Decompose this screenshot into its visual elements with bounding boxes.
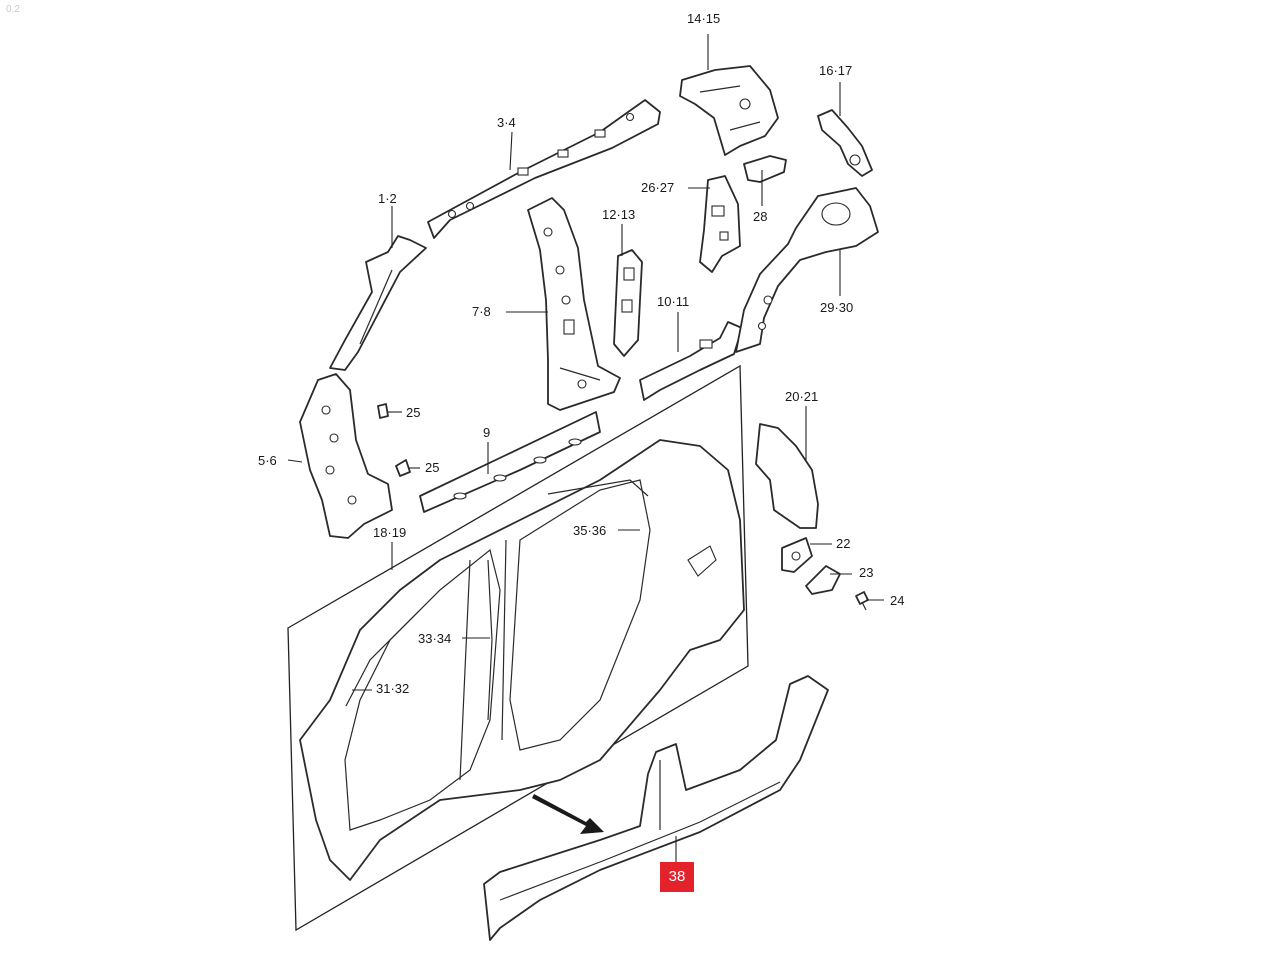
corner-mark: 0.2: [6, 4, 20, 15]
part-14-15: [679, 65, 779, 156]
callout-33-34: 33·34: [418, 631, 452, 646]
callout-16-17: 16·17: [819, 63, 853, 78]
part-10-11: [639, 321, 743, 401]
part-12-13: [613, 249, 643, 357]
callout-22: 22: [836, 536, 851, 551]
part-1-2: [329, 235, 427, 371]
part-9: [419, 411, 601, 513]
assembly-arrow: [532, 794, 604, 834]
callout-38-highlight-badge[interactable]: 38: [660, 862, 694, 892]
callout-14-15: 14·15: [687, 11, 721, 26]
callout-7-8: 7·8: [472, 304, 491, 319]
part-24: [855, 591, 869, 611]
part-18-19-side-panel: [299, 439, 745, 881]
callout-5-6: 5·6: [258, 453, 277, 468]
callout-28: 28: [753, 209, 768, 224]
callout-12-13: 12·13: [602, 207, 636, 222]
callout-3-4: 3·4: [497, 115, 516, 130]
callout-10-11: 10·11: [657, 294, 690, 309]
callout-20-21: 20·21: [785, 389, 819, 404]
part-5-6: [299, 373, 393, 539]
part-23: [805, 565, 841, 595]
callout-24: 24: [890, 593, 905, 608]
callout-23: 23: [859, 565, 874, 580]
part-7-8: [527, 197, 621, 411]
callout-31-32: 31·32: [376, 681, 410, 696]
callout-9: 9: [483, 425, 491, 440]
part-3-4: [427, 99, 661, 239]
part-29-30: [735, 187, 879, 353]
part-25-clip-b: [395, 459, 411, 477]
callout-35-36: 35·36: [573, 523, 607, 538]
callout-26-27: 26·27: [641, 180, 675, 195]
callout-18-19: 18·19: [373, 525, 407, 540]
part-33-34: [487, 559, 493, 721]
callout-25-b: 25: [425, 460, 440, 475]
part-35-36: [547, 479, 649, 497]
callout-25-a: 25: [406, 405, 421, 420]
assembly-frame: [287, 364, 749, 932]
part-20-21: [755, 423, 819, 529]
callout-1-2: 1·2: [378, 191, 397, 206]
part-22: [781, 537, 813, 573]
part-28: [743, 155, 787, 183]
part-26-27: [699, 175, 741, 273]
part-38-side-sill: [483, 675, 829, 941]
part-31-32: [345, 609, 421, 707]
leader-lines: [287, 34, 884, 866]
part-16-17: [817, 109, 873, 177]
callout-29-30: 29·30: [820, 300, 854, 315]
part-25-clip-a: [377, 403, 389, 419]
